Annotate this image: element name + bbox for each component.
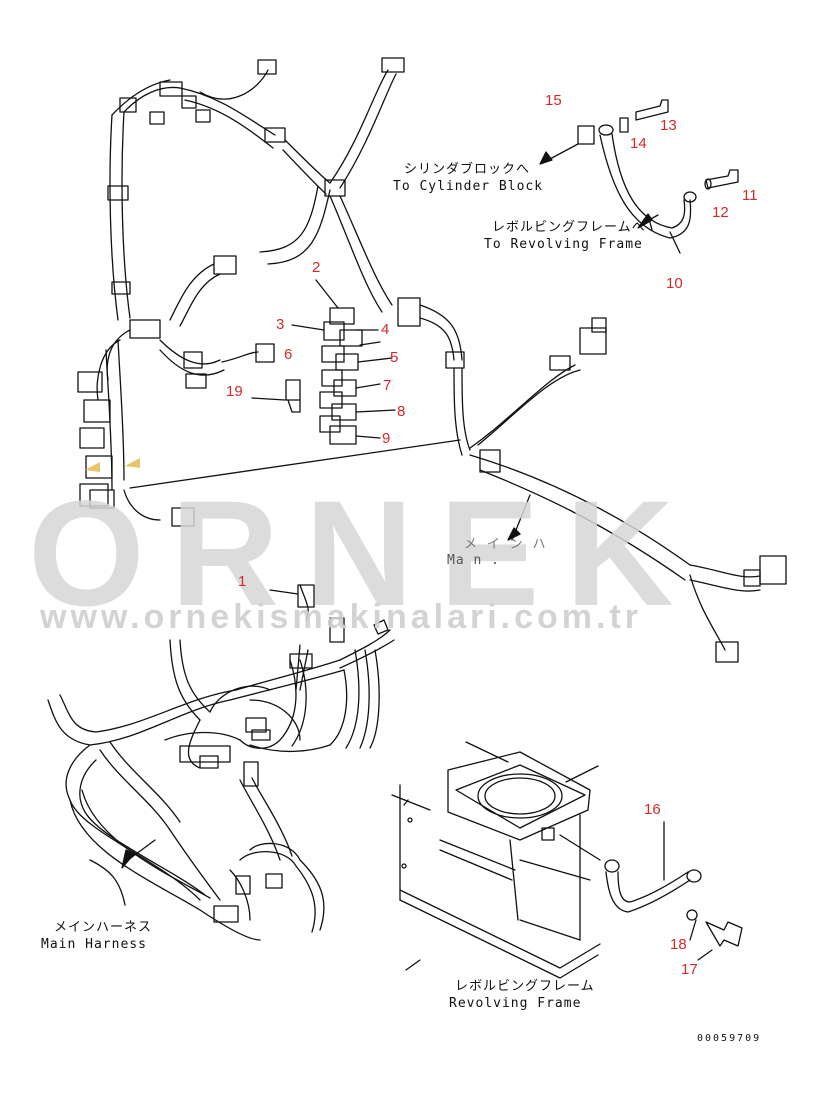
ground-cables-upper	[539, 99, 739, 254]
marker-glyph	[125, 458, 140, 468]
callout-18: 18	[670, 936, 687, 953]
marker-glyph	[85, 462, 100, 472]
callout-6: 6	[284, 346, 293, 363]
label-cylinder-block-en: To Cylinder Block	[393, 179, 544, 194]
callout-15: 15	[545, 92, 562, 109]
watermark-url: www.ornekismakinalari.com.tr	[40, 598, 643, 636]
callout-7: 7	[383, 377, 392, 394]
callout-14: 14	[630, 135, 647, 152]
callout-17: 17	[681, 961, 698, 978]
label-partial-jp: メ イ ン ハ	[464, 537, 547, 552]
callout-2: 2	[312, 259, 321, 276]
callout-9: 9	[382, 430, 391, 447]
switch-column	[291, 279, 396, 445]
callout-19: 19	[226, 383, 243, 400]
label-cylinder-block-jp: シリンダブロックへ	[404, 162, 531, 177]
label-to-revolving-frame-en: To Revolving Frame	[484, 237, 643, 252]
callout-5: 5	[390, 349, 399, 366]
callout-13: 13	[660, 117, 677, 134]
label-to-revolving-frame-jp: レボルビングフレームへ	[492, 220, 646, 235]
callout-12: 12	[712, 204, 729, 221]
callout-3: 3	[276, 316, 285, 333]
lower-harness	[47, 584, 395, 941]
label-revolving-frame-jp: レボルビングフレーム	[455, 979, 595, 994]
callout-8: 8	[397, 403, 406, 420]
watermark-brand: ORNEK	[28, 469, 700, 637]
label-main-harness-jp: メインハーネス	[54, 920, 153, 935]
label-main-harness-en: Main Harness	[41, 937, 147, 952]
revolving-frame	[391, 741, 601, 979]
callout-1: 1	[238, 573, 247, 590]
upper-harness	[77, 57, 787, 663]
label-revolving-frame-en: Revolving Frame	[449, 996, 582, 1011]
ground-cable-lower	[604, 821, 743, 961]
drawing-code: 00059709	[697, 1033, 762, 1044]
callout-11: 11	[742, 187, 758, 204]
main-harness-arrow-upper	[507, 527, 521, 541]
callout-10: 10	[666, 275, 683, 292]
callout-16: 16	[644, 801, 661, 818]
label-partial-en: Ma n .	[447, 553, 500, 568]
callout-4: 4	[381, 321, 390, 338]
